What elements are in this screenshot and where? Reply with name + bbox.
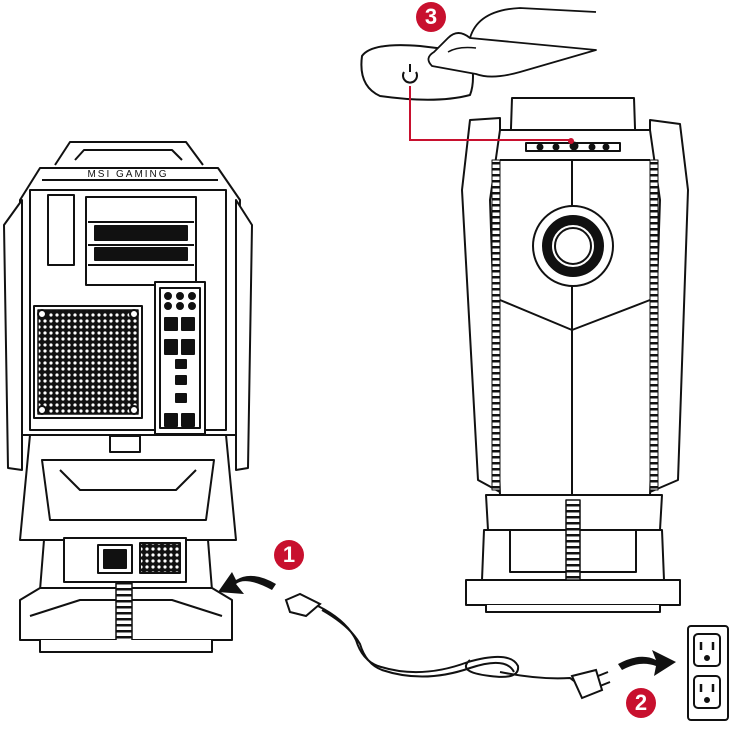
wall-outlet (688, 626, 728, 720)
arrow-to-psu (218, 572, 276, 594)
rear-chassis (4, 142, 252, 652)
arrow-to-outlet (618, 650, 676, 676)
front-chassis (462, 98, 688, 612)
brand-label: MSI GAMING (87, 169, 168, 180)
step-2-badge: 2 (626, 688, 656, 718)
leader-end-dot (568, 138, 574, 144)
step-1-badge: 1 (274, 540, 304, 570)
step-3-badge: 3 (416, 2, 446, 32)
power-button-callout (361, 8, 596, 100)
